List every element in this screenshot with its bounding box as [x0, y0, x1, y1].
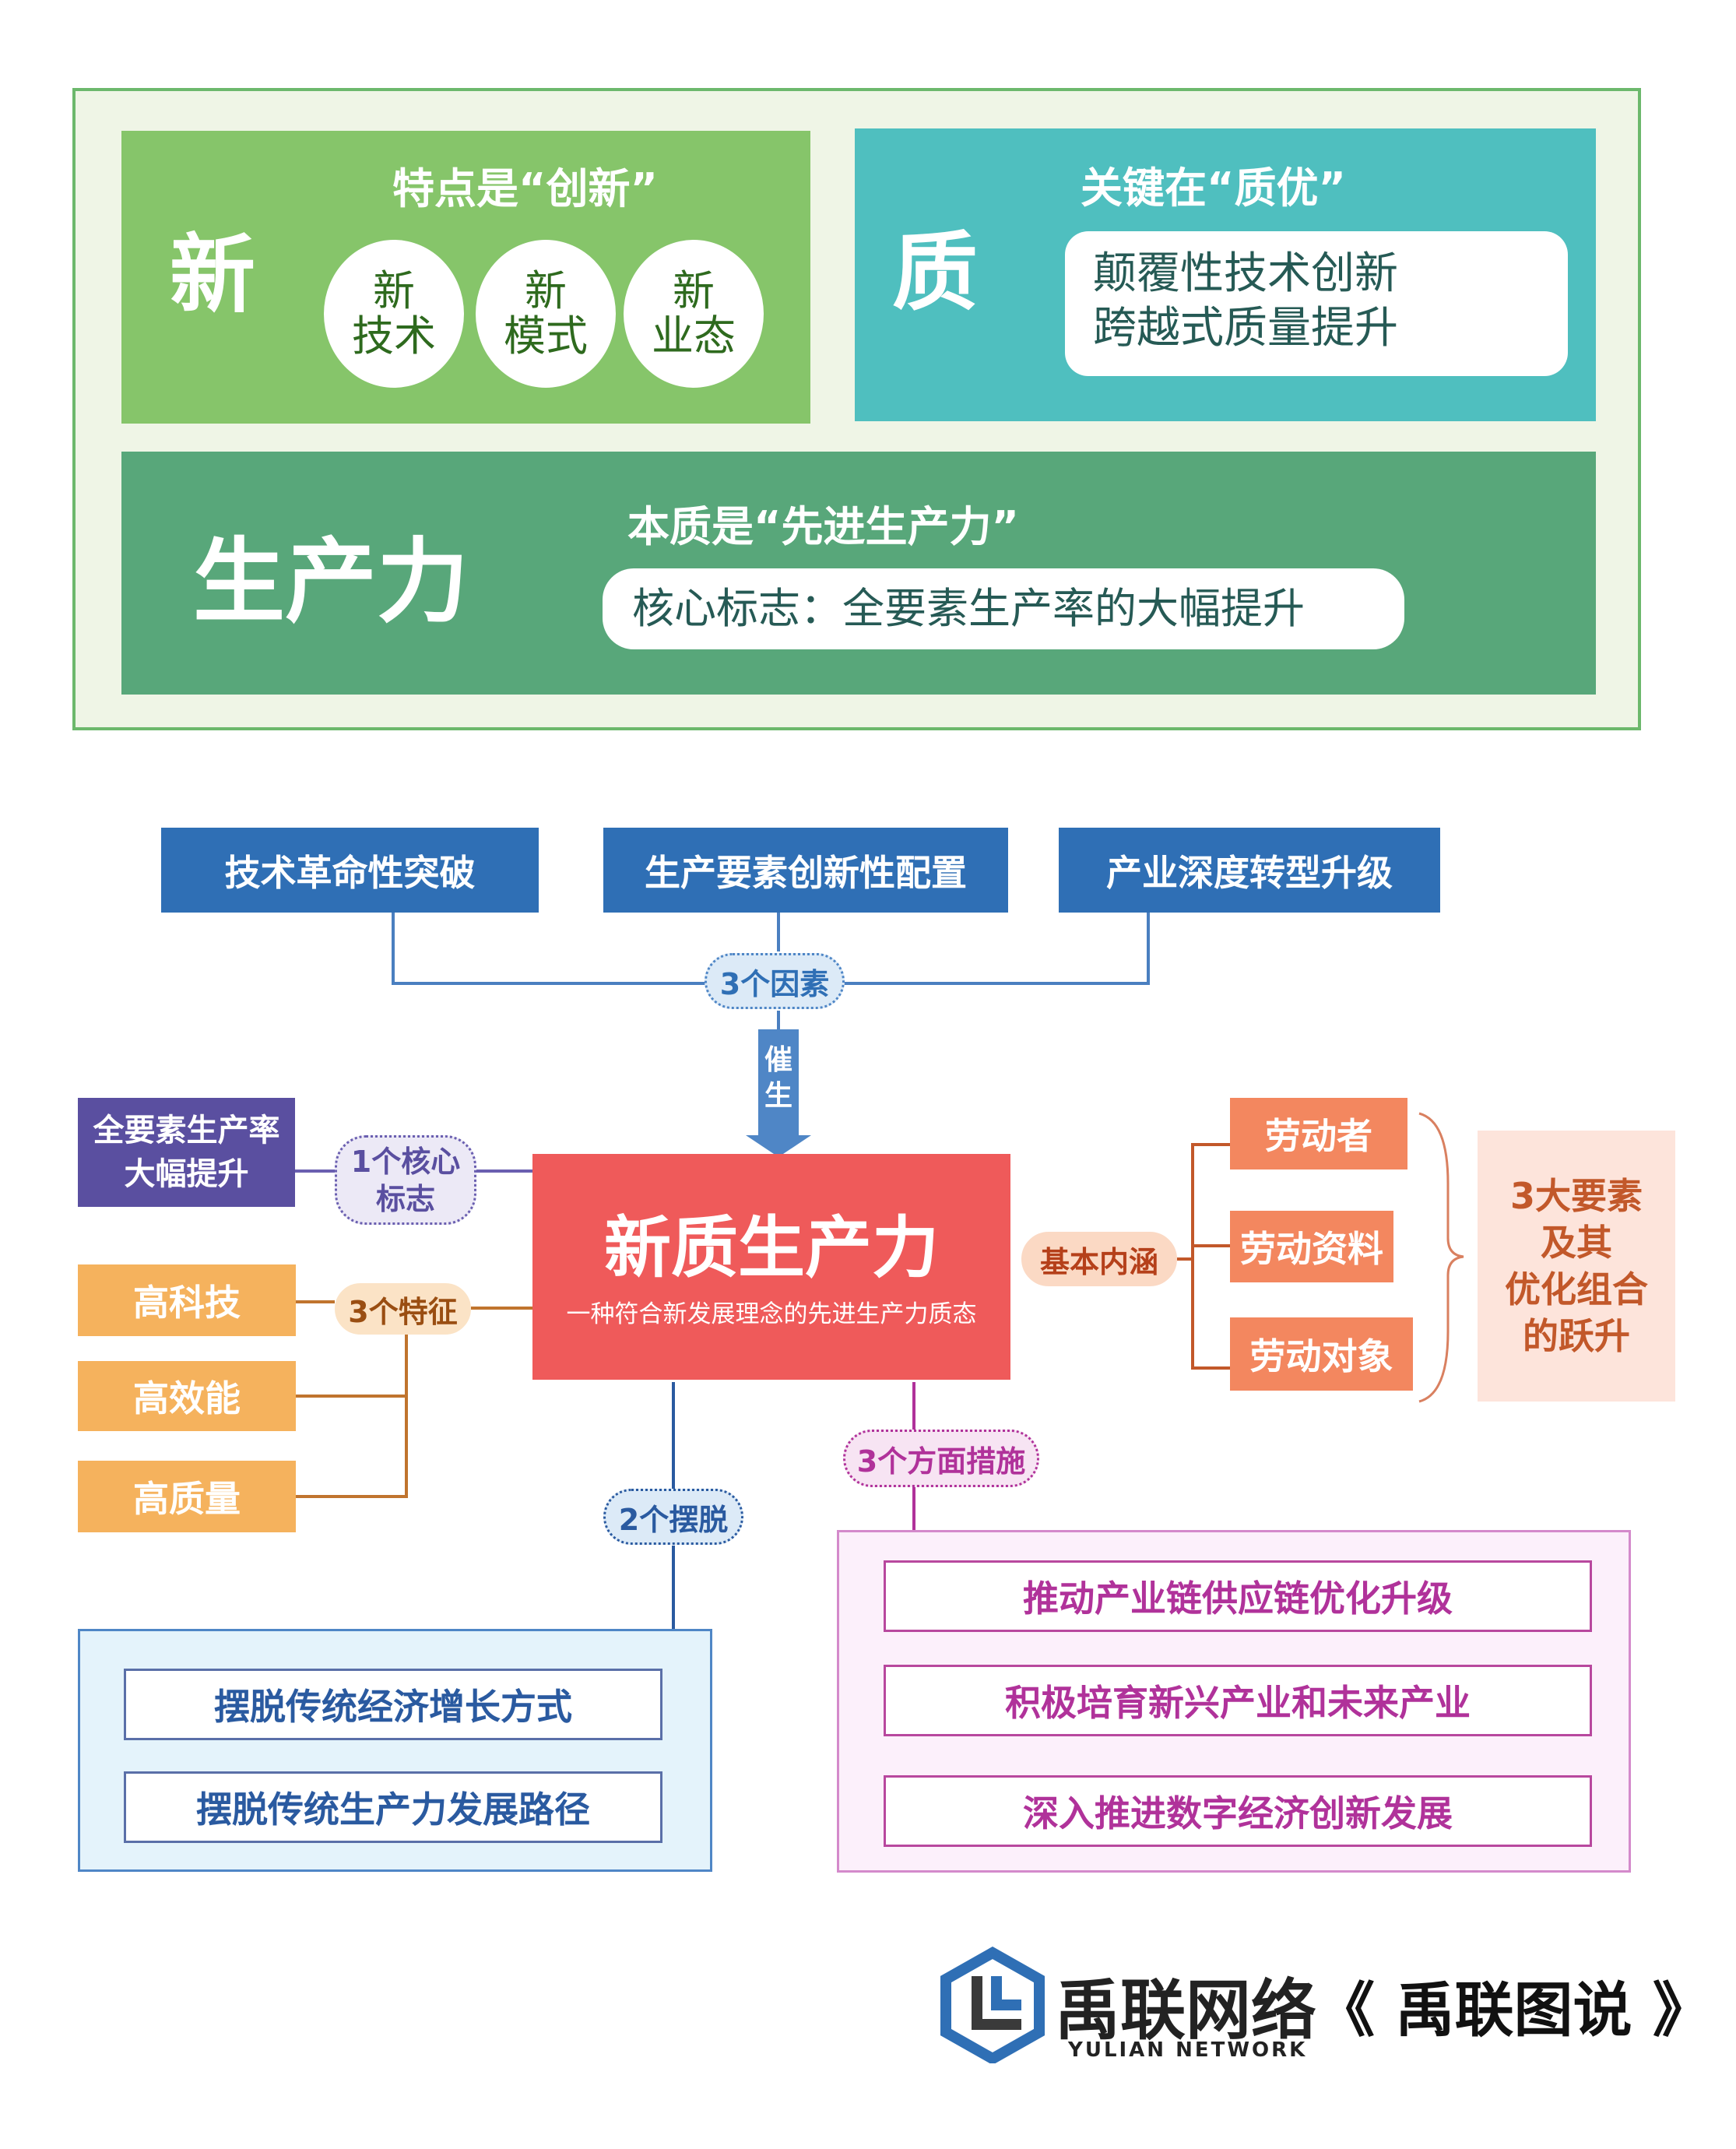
zhi-subtitle: 关键在“质优”	[1081, 164, 1346, 213]
circle-label-bottom: 技术	[352, 311, 436, 361]
summary-line: 及其	[1541, 1222, 1612, 1264]
tag-three-measures: 3个方面措施	[843, 1430, 1039, 1487]
xin-panel: 新 特点是“创新” 新 技术 新 模式 新 业态	[121, 131, 810, 424]
xin-subtitle: 特点是“创新”	[392, 164, 658, 213]
summary-line: 的跃升	[1523, 1315, 1630, 1357]
center-node: 新质生产力 一种符合新发展理念的先进生产力质态	[532, 1154, 1010, 1380]
core-box: 全要素生产率 大幅提升	[78, 1098, 295, 1207]
measure-emerging-industries: 积极培育新兴产业和未来产业	[884, 1665, 1592, 1736]
circle-label-top: 新	[525, 266, 567, 315]
tag-one-core: 1个核心 标志	[335, 1135, 476, 1225]
feature-high-quality: 高质量	[78, 1461, 296, 1532]
tag-three-factors: 3个因素	[705, 953, 845, 1009]
summary-line: 优化组合	[1505, 1268, 1648, 1310]
measures-panel: 推动产业链供应链优化升级 积极培育新兴产业和未来产业 深入推进数字经济创新发展	[837, 1530, 1631, 1873]
circle-label-top: 新	[673, 266, 715, 315]
zhi-keypoints: 颠覆性技术创新 跨越式质量提升	[1065, 231, 1568, 376]
feature-high-efficiency: 高效能	[78, 1361, 296, 1431]
catalyze-char: 催	[764, 1044, 792, 1076]
brand-name-en: YULIAN NETWORK	[1068, 2038, 1308, 2062]
tag-line: 1个核心	[350, 1144, 461, 1179]
zhi-line: 跨越式质量提升	[1093, 303, 1398, 353]
catalyze-arrow	[746, 1029, 811, 1157]
tag-three-features: 3个特征	[335, 1283, 471, 1335]
summary-line: 3大要素	[1509, 1175, 1643, 1217]
shengchanli-panel: 生产力 本质是“先进生产力” 核心标志：全要素生产率的大幅提升	[121, 452, 1596, 695]
core-line: 大幅提升	[124, 1156, 249, 1192]
circle-new-mode: 新 模式	[476, 240, 616, 388]
xin-char: 新	[170, 225, 255, 325]
connotation-labor-objects: 劳动对象	[1230, 1317, 1413, 1391]
center-subtitle: 一种符合新发展理念的先进生产力质态	[566, 1300, 977, 1328]
zhi-panel: 质 关键在“质优” 颠覆性技术创新 跨越式质量提升	[855, 128, 1596, 421]
factor-industry-upgrade: 产业深度转型升级	[1059, 828, 1440, 913]
tag-line: 标志	[375, 1181, 435, 1216]
circle-label-bottom: 业态	[652, 311, 736, 361]
shengchanli-subtitle: 本质是“先进生产力”	[627, 502, 1019, 551]
zhi-line: 颠覆性技术创新	[1093, 248, 1398, 299]
center-title: 新质生产力	[604, 1209, 939, 1287]
connotation-summary: 3大要素 及其 优化组合 的跃升	[1478, 1131, 1675, 1402]
catalyze-char: 生	[764, 1080, 792, 1112]
circle-new-business: 新 业态	[624, 240, 764, 388]
catalyze-label: 催 生	[758, 1036, 799, 1121]
zhi-char: 质	[892, 223, 978, 322]
tag-basic-connotation: 基本内涵	[1021, 1232, 1177, 1286]
tag-two-escapes: 2个摆脱	[603, 1489, 743, 1545]
core-sign-pill: 核心标志：全要素生产率的大幅提升	[603, 568, 1404, 649]
escape-productivity-path: 摆脱传统生产力发展路径	[124, 1771, 662, 1843]
escape-growth-mode: 摆脱传统经济增长方式	[124, 1669, 662, 1740]
circle-new-tech: 新 技术	[324, 240, 464, 388]
circle-label-top: 新	[373, 266, 415, 315]
yulian-logo-icon	[934, 1946, 1051, 2066]
factor-element-allocation: 生产要素创新性配置	[603, 828, 1008, 913]
core-line: 全要素生产率	[93, 1113, 280, 1148]
measure-digital-economy: 深入推进数字经济创新发展	[884, 1775, 1592, 1847]
shengchanli-char: 生产力	[193, 528, 469, 635]
factor-tech-breakthrough: 技术革命性突破	[161, 828, 539, 913]
escape-panel: 摆脱传统经济增长方式 摆脱传统生产力发展路径	[78, 1629, 712, 1872]
feature-high-tech: 高科技	[78, 1264, 296, 1336]
connotation-labor-means: 劳动资料	[1230, 1211, 1393, 1282]
brand-name-cn: 禹联网络	[1055, 1972, 1317, 2049]
connotation-laborer: 劳动者	[1230, 1098, 1407, 1169]
series-title: 《 禹联图说 》	[1316, 1975, 1712, 2045]
measure-supply-chain: 推动产业链供应链优化升级	[884, 1560, 1592, 1632]
circle-label-bottom: 模式	[504, 311, 588, 361]
